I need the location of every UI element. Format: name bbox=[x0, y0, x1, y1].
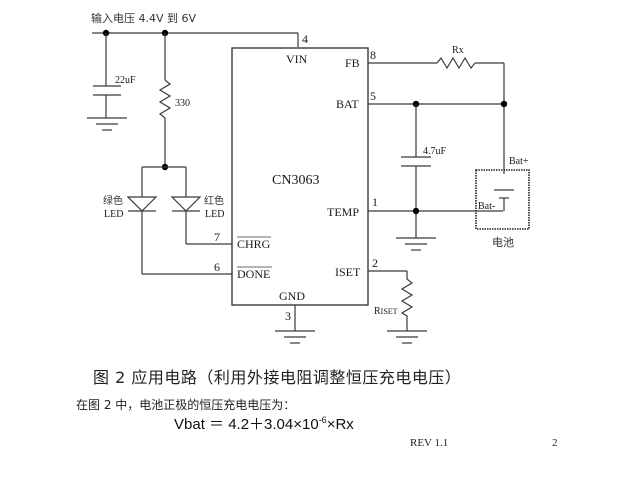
formula-lhs: Vbat ＝ 4.2＋3.04×10 bbox=[174, 416, 319, 433]
led-red-label-led: LED bbox=[205, 209, 224, 220]
pin-number-fb: 8 bbox=[370, 48, 376, 62]
description-text: 在图 2 中，电池正极的恒压充电电压为： bbox=[76, 398, 296, 412]
bat-plus-label: Bat+ bbox=[509, 156, 529, 167]
page-number: 2 bbox=[552, 437, 558, 449]
rx-label: Rx bbox=[452, 45, 464, 56]
circuit-schematic: 输入电压 4.4V 到 6V 4 CN3063 VIN FB BAT TEMP … bbox=[87, 11, 530, 344]
cbat-value: 4.7uF bbox=[423, 146, 447, 157]
pin-number-temp: 1 bbox=[372, 195, 378, 209]
chip-cn3063 bbox=[231, 47, 369, 306]
chip-name: CN3063 bbox=[272, 173, 319, 188]
bat-minus-label: Bat- bbox=[478, 201, 495, 212]
battery-box bbox=[475, 169, 530, 230]
pin-label-chrg: CHRG bbox=[237, 237, 271, 251]
pin-label-fb: FB bbox=[345, 56, 360, 70]
pin-number-vin: 4 bbox=[302, 32, 308, 46]
input-voltage-label: 输入电压 4.4V 到 6V bbox=[91, 11, 197, 25]
resistor-rx bbox=[436, 56, 476, 70]
pin-number-bat: 5 bbox=[370, 89, 376, 103]
formula-rhs: ×Rx bbox=[326, 416, 354, 433]
pin-number-done: 6 bbox=[214, 260, 220, 274]
junction-dot bbox=[500, 100, 508, 108]
pin-label-iset: ISET bbox=[335, 265, 361, 279]
resistor-330 bbox=[158, 79, 172, 119]
ground-symbol bbox=[396, 237, 436, 251]
rled-value: 330 bbox=[175, 98, 190, 109]
revision-label: REV 1.1 bbox=[410, 437, 449, 449]
battery-label: 电池 bbox=[492, 236, 514, 249]
resistor-riset bbox=[400, 271, 414, 331]
pin-label-gnd: GND bbox=[279, 289, 305, 303]
led-green-label: 绿色 bbox=[103, 194, 123, 207]
pin-label-done: DONE bbox=[237, 267, 270, 281]
riset-label: RISET bbox=[374, 306, 398, 317]
led-red-diode bbox=[170, 196, 202, 212]
ground-symbol bbox=[275, 330, 315, 344]
vbat-formula: Vbat ＝ 4.2＋3.04×10-6×Rx bbox=[174, 413, 354, 434]
led-green-label-led: LED bbox=[104, 209, 123, 220]
cin-value: 22uF bbox=[115, 75, 136, 86]
led-green-diode bbox=[126, 196, 158, 212]
pin-number-iset: 2 bbox=[372, 256, 378, 270]
led-red-label: 红色 bbox=[204, 194, 224, 207]
junction-dot bbox=[412, 207, 420, 215]
figure-caption: 图 2 应用电路（利用外接电阻调整恒压充电电压） bbox=[93, 368, 462, 387]
formula-exponent: -6 bbox=[318, 415, 327, 425]
ground-symbol bbox=[87, 117, 127, 131]
pin-label-bat: BAT bbox=[336, 97, 359, 111]
pin-label-temp: TEMP bbox=[327, 205, 359, 219]
pin-number-chrg: 7 bbox=[214, 230, 220, 244]
pin-number-gnd: 3 bbox=[285, 309, 291, 323]
pin-label-vin: VIN bbox=[286, 52, 308, 66]
ground-symbol bbox=[387, 330, 427, 344]
